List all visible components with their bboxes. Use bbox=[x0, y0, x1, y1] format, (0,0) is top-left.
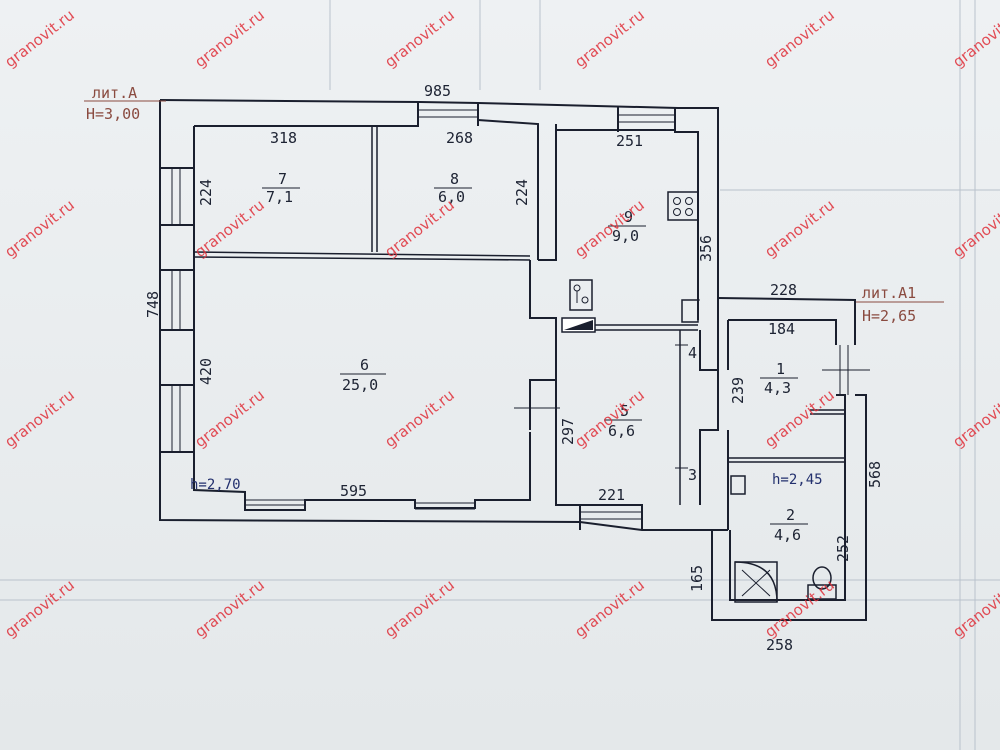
ceiling-height-annex: h=2,45 bbox=[772, 472, 823, 488]
shower-icon bbox=[734, 561, 778, 603]
fixture-icon bbox=[730, 475, 746, 495]
room-number: 8 bbox=[450, 170, 459, 188]
watermark: granovit.ru bbox=[761, 576, 837, 641]
boiler-icon bbox=[569, 279, 593, 311]
lit-a1-label: лит.А1 H=2,65 bbox=[856, 284, 944, 325]
dim-224-left: 224 bbox=[197, 179, 215, 206]
watermark: granovit.ru bbox=[571, 386, 647, 451]
watermark: granovit.ru bbox=[761, 6, 837, 71]
dim-4: 4 bbox=[688, 344, 697, 362]
room-area: 25,0 bbox=[342, 376, 378, 394]
dim-318: 318 bbox=[270, 129, 297, 147]
dimensions: 985 318 268 251 595 221 228 184 258 4 3 … bbox=[144, 82, 884, 654]
room-7: 7 7,1 bbox=[262, 170, 300, 206]
dim-985: 985 bbox=[424, 82, 451, 100]
dim-165: 165 bbox=[688, 565, 706, 592]
dim-252: 252 bbox=[834, 535, 852, 562]
dim-748: 748 bbox=[144, 291, 162, 318]
watermark: granovit.ru bbox=[191, 576, 267, 641]
dim-356: 356 bbox=[697, 235, 715, 262]
watermark: granovit.ru bbox=[191, 6, 267, 71]
watermark: granovit.ru bbox=[571, 6, 647, 71]
dim-595: 595 bbox=[340, 482, 367, 500]
dim-184: 184 bbox=[768, 320, 795, 338]
room-5: 5 6,6 bbox=[604, 402, 642, 440]
dim-3: 3 bbox=[688, 466, 697, 484]
room-number: 1 bbox=[776, 360, 785, 378]
watermark: granovit.ru bbox=[381, 576, 457, 641]
dim-251: 251 bbox=[616, 132, 643, 150]
room-number: 9 bbox=[624, 208, 633, 226]
watermark: granovit.ru bbox=[191, 386, 267, 451]
room-number: 6 bbox=[360, 356, 369, 374]
ceiling-height-main: h=2,70 bbox=[190, 477, 241, 493]
heater-icon bbox=[561, 317, 596, 333]
dim-420: 420 bbox=[197, 358, 215, 385]
dim-568: 568 bbox=[866, 461, 884, 488]
lit-a-title: лит.А bbox=[92, 84, 137, 102]
dim-268: 268 bbox=[446, 129, 473, 147]
room-labels: 7 7,1 8 6,0 9 9,0 6 25,0 5 6,6 1 4,3 bbox=[262, 170, 808, 544]
lit-a-height: H=3,00 bbox=[86, 105, 140, 123]
room-number: 2 bbox=[786, 506, 795, 524]
watermark: granovit.ru bbox=[761, 196, 837, 261]
watermark: granovit.ru bbox=[1, 576, 77, 641]
room-area: 6,0 bbox=[438, 188, 465, 206]
lit-a1-title: лит.А1 bbox=[862, 284, 916, 302]
dim-221: 221 bbox=[598, 486, 625, 504]
room-2: 2 4,6 bbox=[770, 506, 808, 544]
room-number: 7 bbox=[278, 170, 287, 188]
room-8: 8 6,0 bbox=[434, 170, 472, 206]
dim-297: 297 bbox=[559, 418, 577, 445]
room-area: 6,6 bbox=[608, 422, 635, 440]
toilet-icon bbox=[807, 566, 837, 600]
stove-icon bbox=[667, 191, 699, 221]
window-hatches bbox=[171, 109, 849, 520]
watermark: granovit.ru bbox=[381, 196, 457, 261]
room-9: 9 9,0 bbox=[608, 208, 646, 245]
watermark: granovit.ru bbox=[1, 386, 77, 451]
room-1: 1 4,3 bbox=[760, 360, 798, 397]
lit-a-label: лит.А H=3,00 bbox=[84, 84, 166, 123]
dim-239: 239 bbox=[729, 377, 747, 404]
room-6: 6 25,0 bbox=[340, 356, 386, 394]
watermark: granovit.ru bbox=[1, 6, 77, 71]
walls bbox=[159, 99, 867, 621]
sink-icon bbox=[681, 299, 699, 323]
watermark: granovit.ru bbox=[571, 576, 647, 641]
room-area: 4,6 bbox=[774, 526, 801, 544]
dim-228: 228 bbox=[770, 281, 797, 299]
room-area: 9,0 bbox=[612, 227, 639, 245]
lit-a1-height: H=2,65 bbox=[862, 307, 916, 325]
room-number: 5 bbox=[620, 402, 629, 420]
room-area: 7,1 bbox=[266, 188, 293, 206]
dim-258: 258 bbox=[766, 636, 793, 654]
watermark: granovit.ru bbox=[381, 386, 457, 451]
dim-224-right: 224 bbox=[513, 179, 531, 206]
watermark: granovit.ru bbox=[381, 6, 457, 71]
watermark: granovit.ru bbox=[1, 196, 77, 261]
room-area: 4,3 bbox=[764, 379, 791, 397]
partitions bbox=[193, 126, 845, 505]
